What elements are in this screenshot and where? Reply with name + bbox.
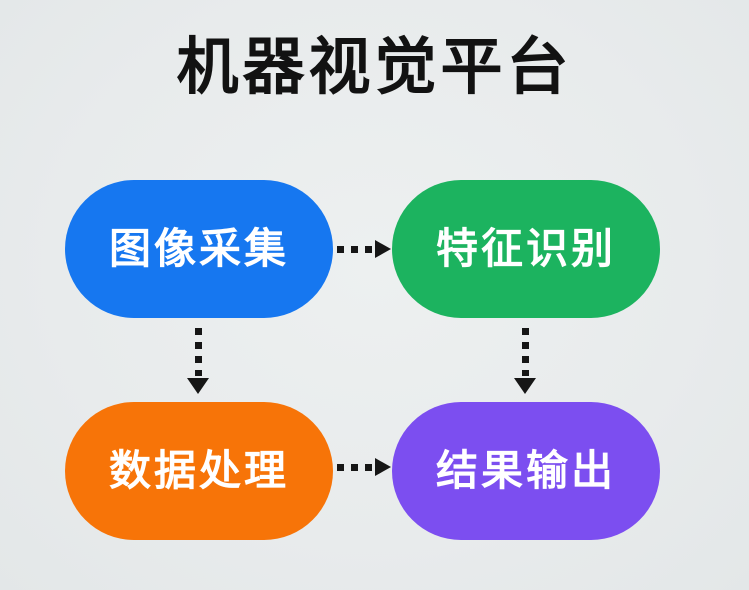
dotted-line <box>337 463 375 471</box>
node-image-capture-label: 图像采集 <box>108 225 289 272</box>
dotted-line <box>337 245 375 253</box>
arrow-capture-to-processing <box>187 328 209 394</box>
node-result-output[interactable]: 结果输出 <box>392 402 660 540</box>
dotted-line <box>194 328 202 376</box>
node-data-processing[interactable]: 数据处理 <box>65 402 333 540</box>
arrow-feature-to-output <box>514 328 536 394</box>
node-data-processing-label: 数据处理 <box>108 447 289 494</box>
arrowhead-down-icon <box>514 378 536 394</box>
node-image-capture[interactable]: 图像采集 <box>65 180 333 318</box>
diagram-title: 机器视觉平台 <box>176 33 573 102</box>
arrowhead-right-icon <box>375 240 391 258</box>
node-result-output-label: 结果输出 <box>435 447 616 494</box>
arrow-capture-to-feature <box>337 240 391 258</box>
arrowhead-right-icon <box>375 458 391 476</box>
node-feature-recognition[interactable]: 特征识别 <box>392 180 660 318</box>
arrow-processing-to-output <box>337 458 391 476</box>
arrowhead-down-icon <box>187 378 209 394</box>
dotted-line <box>521 328 529 376</box>
node-feature-recognition-label: 特征识别 <box>435 225 616 272</box>
